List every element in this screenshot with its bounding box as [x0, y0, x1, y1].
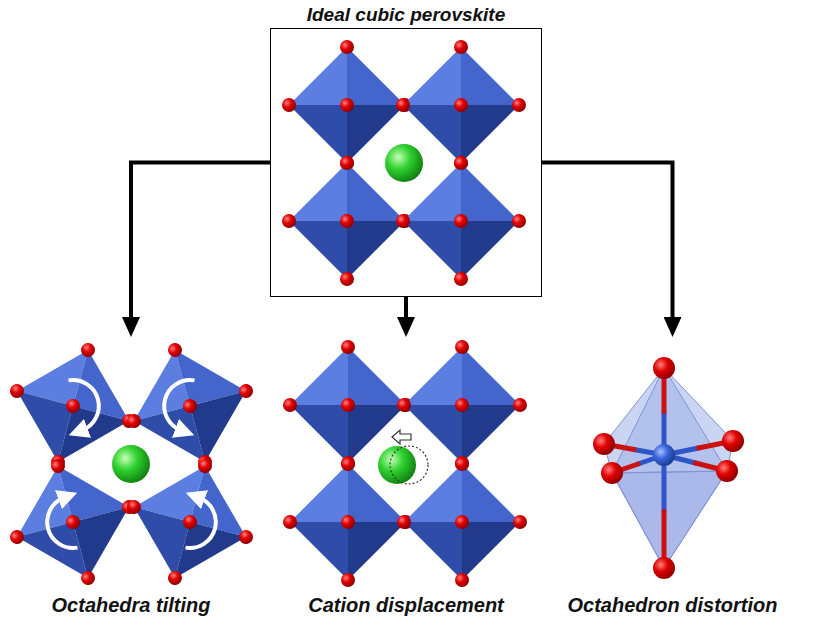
- octahedron-face: [612, 471, 727, 568]
- octahedron: [397, 340, 527, 470]
- octahedron: [0, 442, 153, 601]
- b-cation: [653, 444, 675, 466]
- oxygen-atom: [716, 460, 738, 482]
- panel-caption: Octahedron distortion: [568, 593, 778, 617]
- oxygen-atom: [653, 557, 675, 579]
- rotation-arrow: [186, 498, 216, 548]
- rotation-arrow: [69, 380, 99, 430]
- octahedron-face: [612, 368, 727, 473]
- octahedron: [110, 326, 269, 485]
- structure-frame: Ideal cubic perovskite: [270, 28, 542, 297]
- flow-arrow: [131, 163, 270, 322]
- cubic-perovskite: [282, 40, 526, 286]
- octahedron: [397, 457, 527, 587]
- oxygen-atom: [722, 430, 744, 452]
- panel-caption: Octahedra tilting: [52, 593, 211, 617]
- oxygen-atom: [653, 357, 675, 379]
- oxygen-atom: [593, 433, 615, 455]
- octahedron-hull: [604, 368, 733, 568]
- original-position: [390, 446, 428, 484]
- flow-arrow: [404, 297, 408, 321]
- variant-panel: Octahedra tilting: [2, 335, 260, 623]
- a-cation: [112, 445, 150, 483]
- rotation-arrow: [164, 380, 194, 430]
- a-cation: [378, 446, 416, 484]
- octahedron: [110, 442, 269, 601]
- variant-panel: Octahedron distortion: [545, 335, 800, 623]
- tilted-perovskite: [0, 326, 270, 601]
- structure-title: Ideal cubic perovskite: [271, 3, 541, 27]
- panel-caption: Cation displacement: [308, 593, 504, 617]
- oxygen-atom: [601, 462, 623, 484]
- rotation-arrow: [47, 498, 77, 548]
- displaced-perovskite: [283, 340, 527, 587]
- octahedron: [0, 326, 153, 485]
- flow-arrow: [542, 163, 673, 322]
- bonds: [604, 368, 733, 568]
- displacement-arrow: [392, 430, 411, 444]
- distorted-octahedron: [593, 357, 744, 579]
- variant-panel: Cation displacement: [281, 335, 531, 623]
- a-cation: [385, 144, 423, 182]
